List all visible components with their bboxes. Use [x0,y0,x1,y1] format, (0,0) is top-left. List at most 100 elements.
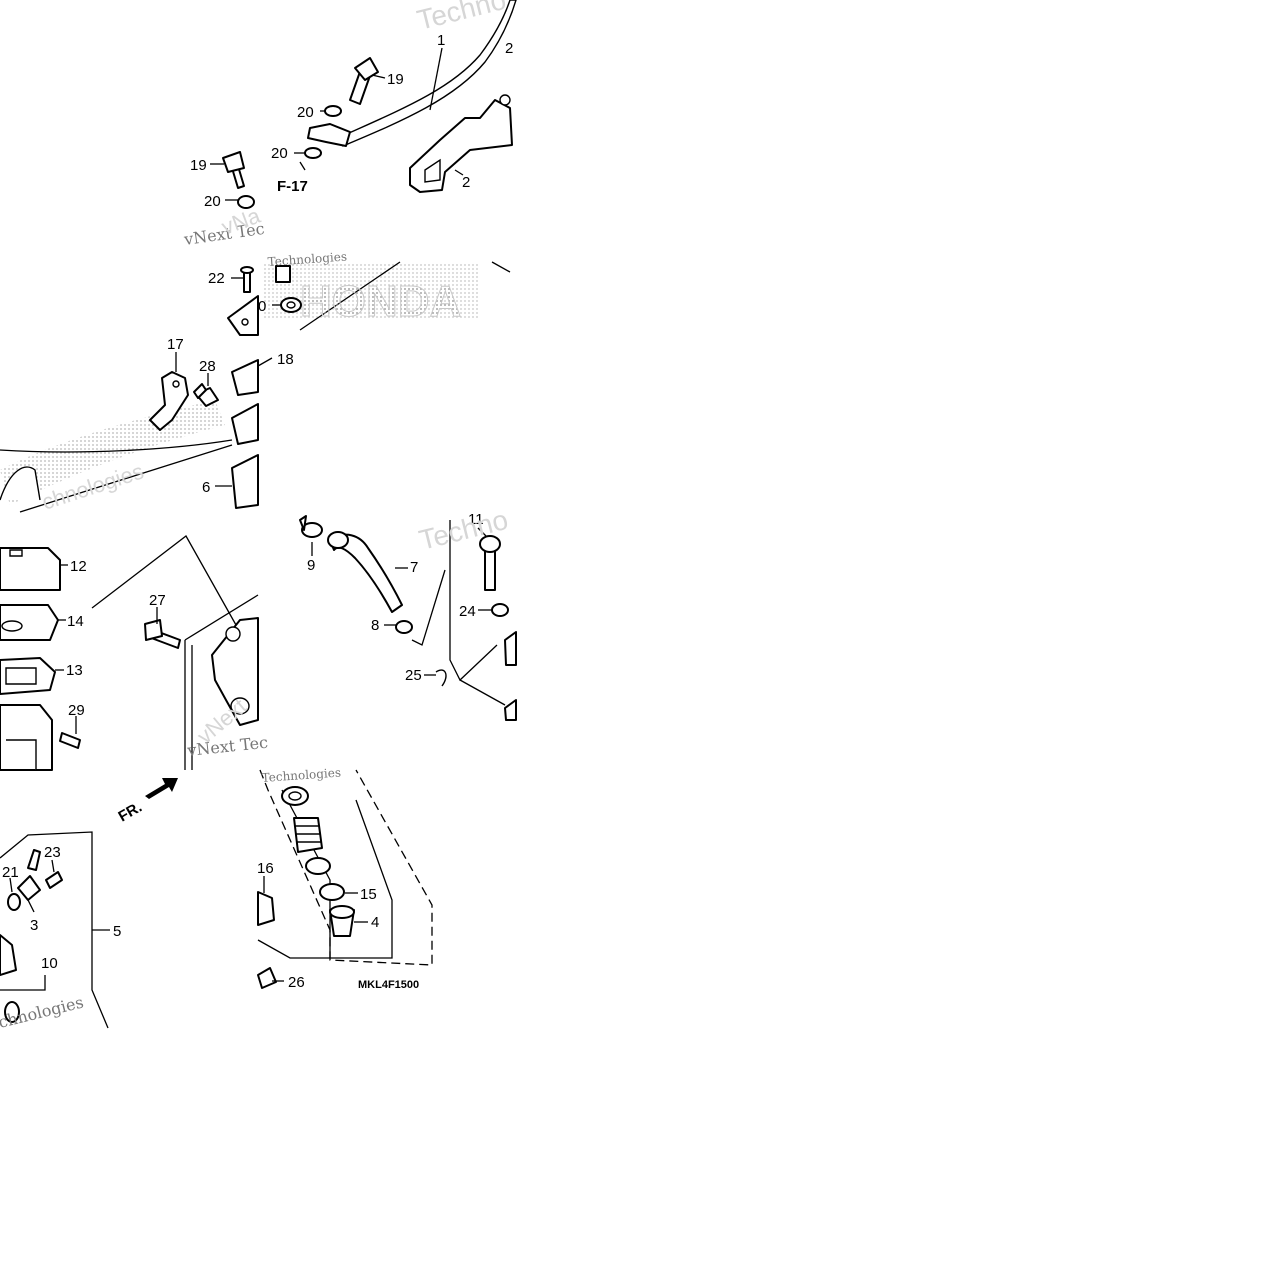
callout-11: 11 [468,511,484,528]
front-label: FR. [116,799,145,826]
flange-bolt-shank [193,383,207,399]
arrow-f17 [299,161,306,171]
pushrod-clevis [257,891,275,926]
callout-8: 8 [371,617,379,634]
reservoir-hose [329,533,403,613]
frame-line [184,594,259,641]
master-cylinder-body [211,617,259,726]
boot-top [329,905,355,919]
diagram-code: MKL4F1500 [358,979,419,991]
kit-frame [257,939,330,959]
pin-nut [491,603,509,617]
leader-1 [429,47,443,111]
cylinder-port [225,626,241,642]
stay-hole [172,380,180,388]
reservoir-level-window [6,739,37,770]
callout-14: 14 [67,613,84,630]
brake-hose [336,0,517,147]
master-cylinder-end [0,934,17,976]
watermark-text: Techno [414,0,509,36]
hose-fragment [0,466,41,501]
banjo-bolt [222,151,245,189]
callout-19: 19 [190,157,207,174]
watermark-text: Technologies [261,765,341,785]
piston-cup-hole [288,791,302,801]
callout-20: 20 [297,104,314,121]
bracket-screw-head [499,94,511,106]
callout-20: 20 [204,193,221,210]
screw-head [240,266,254,274]
callout-20: 0 [258,298,266,315]
callout-23: 23 [44,844,61,861]
callout-10: 10 [41,955,58,972]
plate-hole [1,620,23,632]
watermark-brand: HONDA [300,277,461,326]
callout-22: 22 [208,270,225,287]
reservoir-diaphragm [231,403,259,445]
reservoir-cap [231,359,259,396]
callout-6: 6 [202,479,210,496]
callout-2: 2 [462,174,470,191]
circlip [319,883,345,901]
tile-reservoir-hose: 9 7 8 11 24 25 Techno [299,504,517,721]
brake-pedal-joint [504,631,517,666]
callout-27: 27 [149,592,166,609]
callout-17: 17 [167,336,184,353]
tile-piston-kit: 16 15 4 26 MKL4F1500 Technologies [257,765,433,991]
cap-tab [9,549,23,557]
joint-nipple [27,849,41,871]
joint-pin [257,967,277,989]
leader-2 [454,169,464,176]
callout-3: 3 [30,917,38,934]
clip-tab [299,515,307,531]
callout-13: 13 [66,662,83,679]
guide-line [411,569,446,646]
spring-coils [295,825,322,843]
tile-grommet: 0 18 HONDA Technologies [258,249,511,368]
leader-3 [27,899,35,913]
spring-fragment [4,1001,20,1023]
hose-clip [301,522,323,538]
watermark-text: chnologies [0,992,85,1031]
callout-15: 15 [360,886,377,903]
callout-4: 4 [371,914,379,931]
guide-line [91,535,237,626]
bolt-head [144,619,163,641]
washer-hole [286,301,296,309]
brake-pedal-joint [504,699,517,721]
frame-line [0,831,109,1029]
hose-end [327,531,349,549]
ref-label-f17: F-17 [277,178,308,195]
guide-line [491,261,511,273]
callout-19: 19 [387,71,404,88]
callout-21: 21 [2,864,19,881]
callout-18: 18 [277,351,294,368]
callout-2: 2 [505,40,513,57]
callout-20: 20 [271,145,288,162]
cover-hole [241,318,249,326]
reservoir-body [0,704,53,771]
callout-28: 28 [199,358,216,375]
leader-21 [9,877,13,893]
sealing-washer [304,147,322,159]
kit-outline [259,769,433,966]
callout-1: 1 [437,32,445,49]
cylinder-bore [230,697,250,715]
sealing-washer [324,105,342,117]
tile-fittings: FR. 21 23 3 5 10 chnologies [0,778,178,1032]
tile-reservoir-mount: 22 17 28 6 chnologies [0,266,273,515]
return-spring [293,817,323,853]
callout-5: 5 [113,923,121,940]
reservoir-tank [231,454,259,509]
o-ring [7,893,21,911]
frame-line [0,975,46,991]
leader-11 [477,527,487,537]
cotter-pin [435,669,447,687]
guide-line [0,439,233,453]
leader-23 [51,859,55,873]
callout-24: 24 [459,603,476,620]
front-direction-arrow: FR. [116,778,178,826]
frame-line [459,679,506,706]
bracket-slot [424,158,441,183]
